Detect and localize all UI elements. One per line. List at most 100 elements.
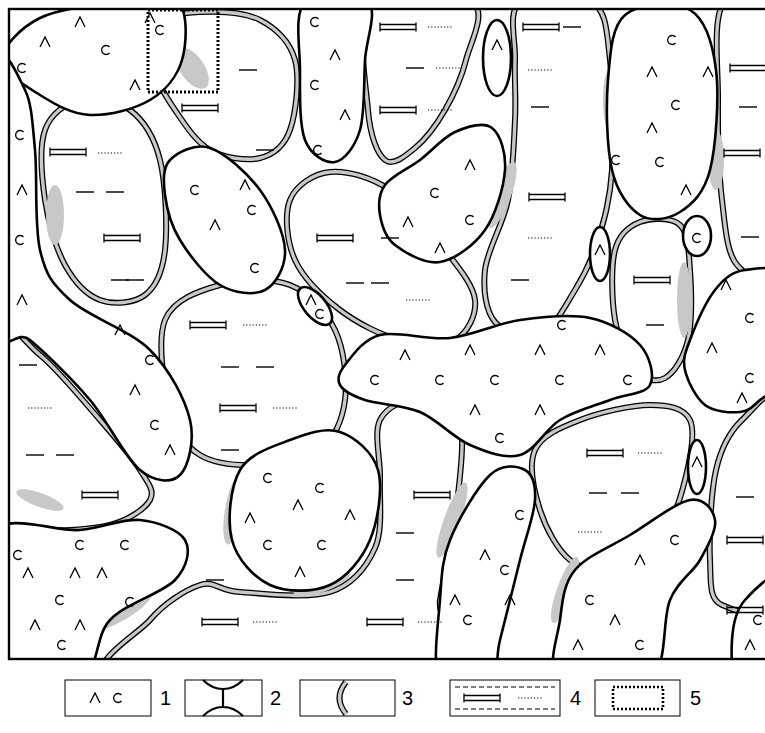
pattern-symbol xyxy=(746,314,754,323)
pattern-symbol xyxy=(248,206,256,215)
pattern-symbol xyxy=(491,376,499,385)
sedimentary-clast xyxy=(42,99,167,303)
pattern-symbol xyxy=(156,26,164,35)
pattern-symbol xyxy=(754,616,762,625)
legend-number: 1 xyxy=(160,686,171,710)
pattern-symbol xyxy=(746,374,754,383)
pattern-symbol xyxy=(190,321,226,330)
pattern-symbol xyxy=(30,620,40,630)
pattern-symbol xyxy=(672,101,680,110)
pattern-symbol xyxy=(346,283,364,284)
pattern-symbol xyxy=(75,620,85,630)
pattern-symbol xyxy=(380,23,416,32)
pattern-symbol xyxy=(396,580,414,581)
legend-box xyxy=(300,680,395,716)
pattern-symbol xyxy=(56,596,64,605)
volcanic-clast xyxy=(298,9,372,162)
pattern-symbol xyxy=(724,149,760,158)
volcanic-clast xyxy=(590,227,610,281)
volcanic-clast xyxy=(338,316,652,456)
pattern-symbol xyxy=(367,618,403,627)
pattern-symbol xyxy=(428,27,452,28)
pattern-symbol xyxy=(256,150,274,151)
legend-number: 3 xyxy=(402,686,413,710)
pattern-symbol xyxy=(381,238,399,239)
pattern-symbol xyxy=(727,536,763,545)
volcanic-clast xyxy=(683,216,711,256)
volcanic-clast xyxy=(9,55,192,481)
pattern-symbol xyxy=(371,283,389,284)
pattern-symbol xyxy=(535,345,545,355)
pattern-symbol xyxy=(295,567,305,577)
pattern-symbol xyxy=(741,237,759,238)
pattern-symbol xyxy=(56,455,74,456)
pattern-symbol xyxy=(529,193,565,202)
pattern-symbol xyxy=(693,234,701,243)
pattern-symbol xyxy=(531,107,549,108)
pattern-symbol xyxy=(130,385,140,395)
pattern-symbol xyxy=(306,295,316,305)
pattern-symbol xyxy=(730,64,765,73)
pattern-symbol xyxy=(76,541,84,550)
pattern-symbol xyxy=(638,453,662,454)
pattern-symbol xyxy=(523,23,559,32)
volcanic-clast xyxy=(436,466,535,659)
pattern-symbol xyxy=(518,698,542,699)
pattern-symbol xyxy=(634,276,670,285)
volcanic-clast xyxy=(9,9,186,115)
volcanic-clast xyxy=(688,440,706,494)
pattern-symbol xyxy=(587,449,623,458)
pattern-symbol xyxy=(256,367,274,368)
pattern-symbol xyxy=(273,408,297,409)
clast-rim xyxy=(42,99,167,303)
pattern-symbol xyxy=(418,622,442,623)
drawing-part xyxy=(14,13,762,650)
pattern-symbol xyxy=(573,640,583,650)
volcanic-clast xyxy=(483,20,511,96)
pattern-symbol xyxy=(17,185,27,195)
pattern-symbol xyxy=(371,376,379,385)
pattern-symbol xyxy=(528,70,552,71)
pattern-symbol xyxy=(16,236,24,245)
rim-symbol xyxy=(340,682,347,714)
map-frame xyxy=(9,9,765,659)
pattern-symbol xyxy=(106,192,124,193)
pattern-symbol xyxy=(436,68,460,69)
pattern-symbol xyxy=(586,596,594,605)
volcanic-clast xyxy=(379,125,505,262)
pattern-symbol xyxy=(505,595,515,605)
pattern-symbol xyxy=(18,64,26,73)
pattern-symbol xyxy=(23,568,33,578)
pattern-symbol xyxy=(436,376,444,385)
pattern-symbol xyxy=(220,404,256,413)
pattern-symbol xyxy=(465,160,475,170)
pattern-symbol xyxy=(406,68,424,69)
pattern-symbol xyxy=(745,640,755,650)
pattern-symbol xyxy=(721,280,731,290)
pattern-symbol xyxy=(28,408,52,409)
legend-number: 2 xyxy=(270,686,281,710)
pattern-symbol xyxy=(656,158,664,167)
pattern-symbol xyxy=(501,566,509,575)
pattern-symbol xyxy=(330,50,340,60)
sedimentary-clast xyxy=(710,389,765,615)
pattern-symbol xyxy=(403,217,413,227)
breccia-field xyxy=(9,9,765,659)
pattern-symbol xyxy=(16,131,24,140)
pattern-symbol xyxy=(264,474,272,483)
pattern-symbol xyxy=(528,238,552,239)
pattern-symbol xyxy=(40,37,50,47)
pattern-symbol xyxy=(435,243,445,253)
volcanic-clast xyxy=(164,147,285,294)
pattern-symbol xyxy=(126,598,134,607)
legend-samples xyxy=(65,680,680,716)
pattern-symbol xyxy=(558,321,566,330)
pattern-symbol xyxy=(221,450,239,451)
pattern-symbol xyxy=(589,493,607,494)
pattern-symbol xyxy=(206,580,224,581)
drawing-part xyxy=(9,9,765,659)
pattern-symbol xyxy=(470,405,480,415)
pattern-symbol xyxy=(98,153,122,154)
pattern-symbol xyxy=(516,511,524,520)
